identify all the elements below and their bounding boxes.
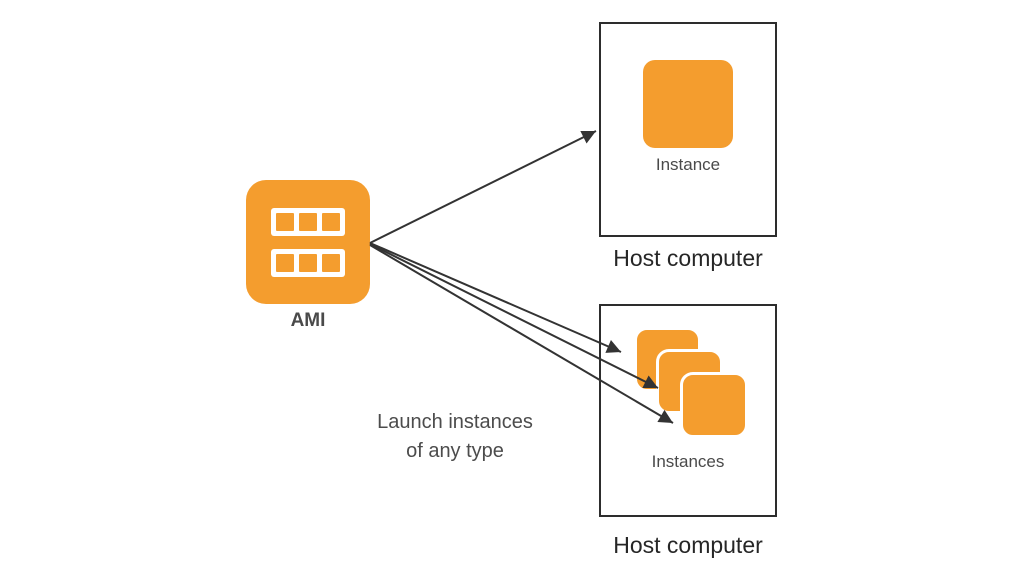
caption-launch-instances: Launch instances of any type (330, 408, 580, 466)
host-computer-title-top: Host computer (613, 245, 763, 271)
instance-icon (643, 60, 733, 148)
ami-grid-cell (276, 253, 294, 272)
ami-label: AMI (290, 310, 326, 331)
instance-label: Instance (655, 155, 721, 174)
ami-grid-row (271, 248, 345, 277)
arrow-to-top-host (369, 130, 597, 244)
instances-label: Instances (651, 452, 725, 471)
ami-grid-cell (299, 212, 317, 231)
ami-grid-cell (276, 212, 294, 231)
caption-line-2: of any type (406, 440, 504, 462)
ami-grid-cell (322, 212, 340, 231)
instance-stack-front-icon (680, 372, 748, 438)
ami-icon (246, 180, 370, 304)
ami-grid-row (271, 207, 345, 236)
host-computer-title-bottom: Host computer (613, 532, 763, 558)
ami-grid-cell (322, 253, 340, 272)
caption-line-1: Launch instances (377, 411, 533, 433)
ami-grid-cell (299, 253, 317, 272)
